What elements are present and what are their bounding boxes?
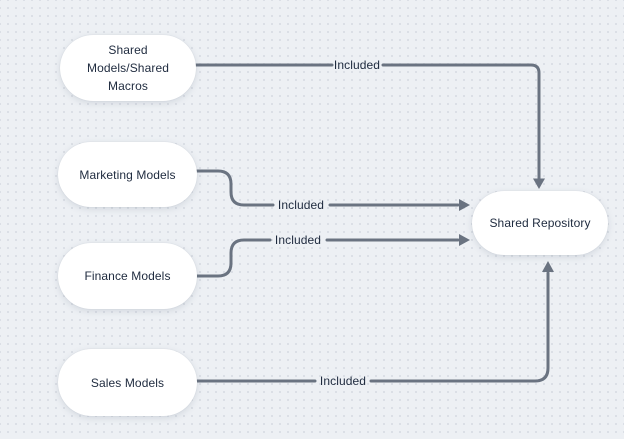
edge-label-included-sales: Included	[319, 374, 367, 388]
edge-finance-line	[195, 238, 272, 278]
node-shared-repository[interactable]: Shared Repository	[472, 191, 608, 255]
arrowhead-down-icon	[533, 178, 545, 189]
node-marketing-models-label: Marketing Models	[79, 167, 176, 182]
node-shared-models-label: Shared Models/Shared Macros	[86, 43, 169, 93]
edge-shared-models-line	[381, 63, 541, 180]
node-sales-models[interactable]: Sales Models	[58, 349, 197, 416]
node-finance-models[interactable]: Finance Models	[58, 243, 197, 309]
edge-label-included-marketing: Included	[277, 198, 325, 212]
arrowhead-right-icon	[459, 234, 470, 246]
arrowhead-up-icon	[542, 261, 554, 272]
edge-label-included-shared-models: Included	[333, 58, 381, 72]
node-shared-repository-label: Shared Repository	[489, 216, 591, 230]
node-finance-models-label: Finance Models	[84, 269, 171, 283]
edge-sales-line	[369, 271, 550, 383]
node-marketing-models[interactable]: Marketing Models	[58, 142, 197, 207]
node-sales-models-label: Sales Models	[90, 375, 165, 390]
node-shared-models[interactable]: Shared Models/Shared Macros	[60, 35, 196, 101]
edge-label-included-finance: Included	[274, 233, 322, 247]
arrowhead-right-icon	[459, 199, 470, 211]
edge-marketing-line	[195, 169, 275, 207]
